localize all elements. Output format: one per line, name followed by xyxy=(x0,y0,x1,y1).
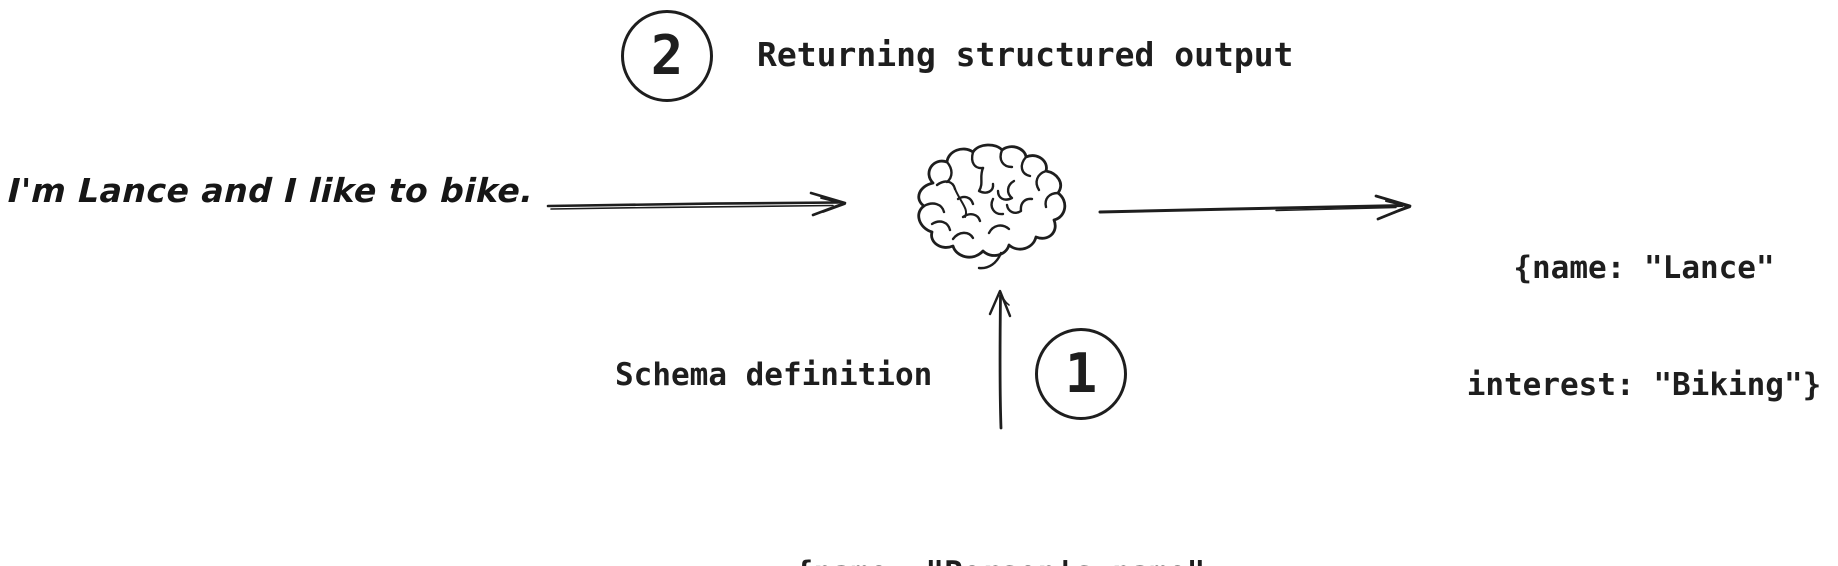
arrow-right-input-icon xyxy=(546,191,847,217)
schema-json: {name: "Person's name" interest: "Person… xyxy=(710,478,1290,566)
arrow-right-output-icon xyxy=(1098,194,1412,221)
schema-json-line-1: {name: "Person's name" xyxy=(710,554,1290,566)
input-sentence: I'm Lance and I like to bike. xyxy=(7,171,535,210)
output-json-line-1: {name: "Lance" xyxy=(1513,250,1775,286)
brain-icon xyxy=(917,143,1067,270)
arrow-up-icon xyxy=(988,289,1012,430)
output-json: {name: "Lance" interest: "Biking"} xyxy=(1444,171,1838,483)
step-1-badge: 1 xyxy=(1035,328,1127,420)
diagram-title: Returning structured output xyxy=(757,35,1294,74)
step-2-number: 2 xyxy=(650,24,684,87)
step-2-badge: 2 xyxy=(621,10,713,102)
output-json-line-2: interest: "Biking"} xyxy=(1466,367,1822,403)
schema-definition-label: Schema definition xyxy=(615,357,933,393)
step-1-number: 1 xyxy=(1064,342,1098,405)
